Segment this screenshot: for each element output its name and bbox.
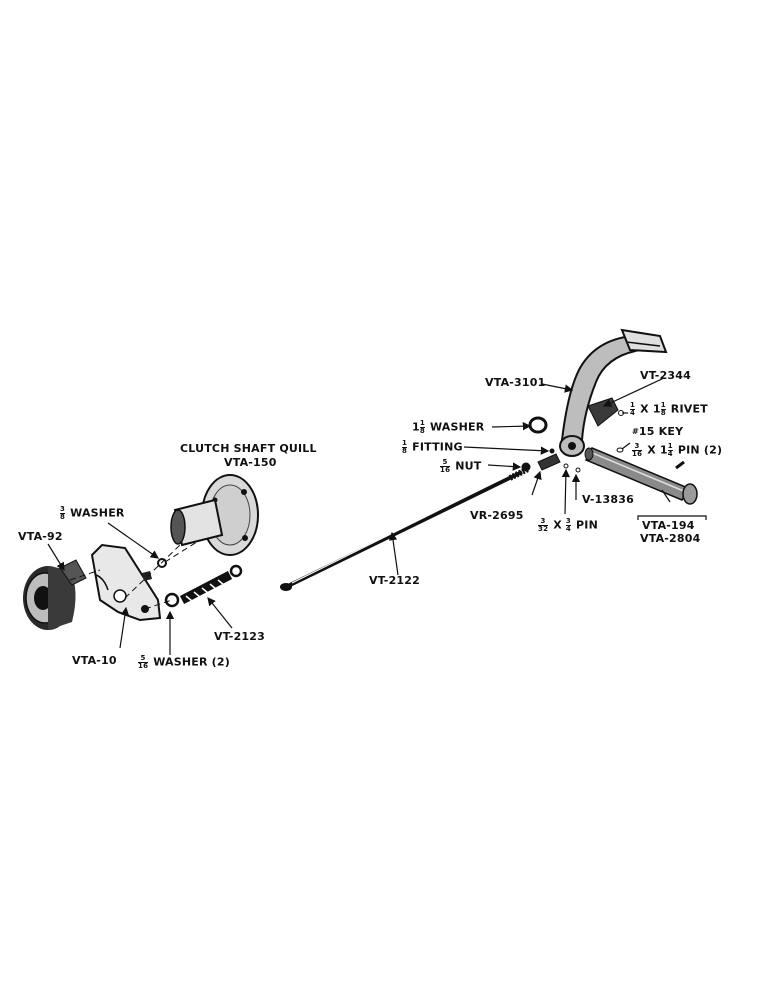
pedal-arm-vta-3101 (559, 328, 668, 457)
spring-vt-2123 (179, 571, 233, 604)
clutch-shaft-quill-vta-150 (170, 474, 259, 556)
pin-3-16 (675, 460, 685, 470)
pin-3-32 (563, 463, 569, 469)
label-quill-title: CLUTCH SHAFT QUILL (180, 442, 317, 455)
label-vta-3101: VTA-3101 (485, 376, 546, 389)
label-vta-92: VTA-92 (18, 530, 63, 543)
nut-5-16 (521, 462, 531, 472)
cross-shaft-vta-194 (584, 447, 698, 505)
label-vta-150: VTA-150 (224, 456, 277, 469)
label-vta-194: VTA-194 (642, 519, 695, 532)
washer-1-1-8 (528, 416, 548, 434)
label-vt-2122: VT-2122 (369, 574, 420, 587)
washer-5-16-a (164, 592, 180, 608)
rod-vt-2122 (280, 466, 530, 591)
washer-5-16-b (229, 564, 243, 578)
clutch-hub-vta-92 (23, 559, 87, 630)
label-vt-2123: VT-2123 (214, 630, 265, 643)
label-vt-2344: VT-2344 (640, 369, 691, 382)
leader-lines (47, 377, 707, 655)
label-vta-10: VTA-10 (72, 654, 117, 667)
label-vta-2804: VTA-2804 (640, 532, 701, 545)
fitting-1-8 (549, 448, 555, 454)
pin-v-13836 (575, 467, 581, 473)
key-15 (616, 447, 624, 453)
label-vr-2695: VR-2695 (470, 509, 524, 522)
label-key: #15 KEY (632, 425, 684, 438)
assembly-lines (69, 539, 201, 610)
small-nut (142, 571, 152, 581)
bracket-vt-2344 (587, 397, 624, 427)
yoke-vr-2695 (537, 453, 561, 471)
label-v-13836: V-13836 (582, 493, 634, 506)
lever-plate-vta-10 (90, 543, 162, 622)
